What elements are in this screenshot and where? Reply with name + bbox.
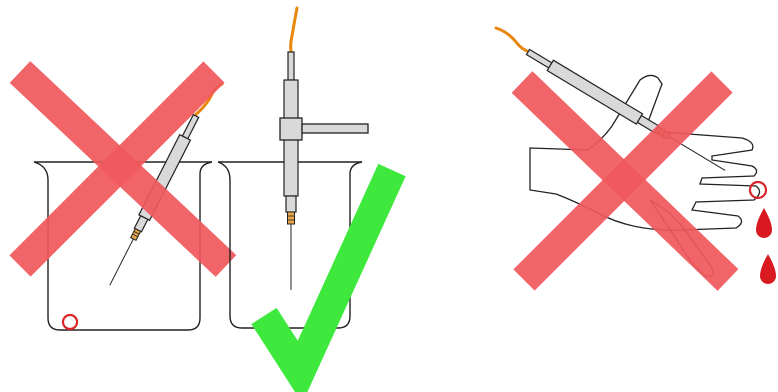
- blood-drop-icon: [756, 208, 772, 238]
- hand-icon: [529, 74, 761, 231]
- contact-hazard-circle: [748, 180, 768, 200]
- panel-probe-clamped-vertical: [217, 6, 406, 392]
- probe-icon: [283, 51, 299, 290]
- blood-drop-icon: [760, 254, 776, 284]
- checkmark-icon: [251, 163, 406, 392]
- probe-cable: [494, 26, 532, 54]
- panel-probe-pointed-at-hand: [494, 26, 776, 291]
- probe-needle: [109, 238, 134, 286]
- clamp-icon: [279, 117, 369, 141]
- beaker-icon: [33, 161, 213, 331]
- probe-cable: [289, 6, 299, 54]
- cross-icon: [511, 71, 739, 291]
- panel-tip-touching-beaker-bottom: [9, 61, 237, 331]
- beaker-icon: [217, 161, 363, 329]
- contact-hazard-circle: [61, 313, 79, 331]
- cross-icon: [9, 61, 237, 277]
